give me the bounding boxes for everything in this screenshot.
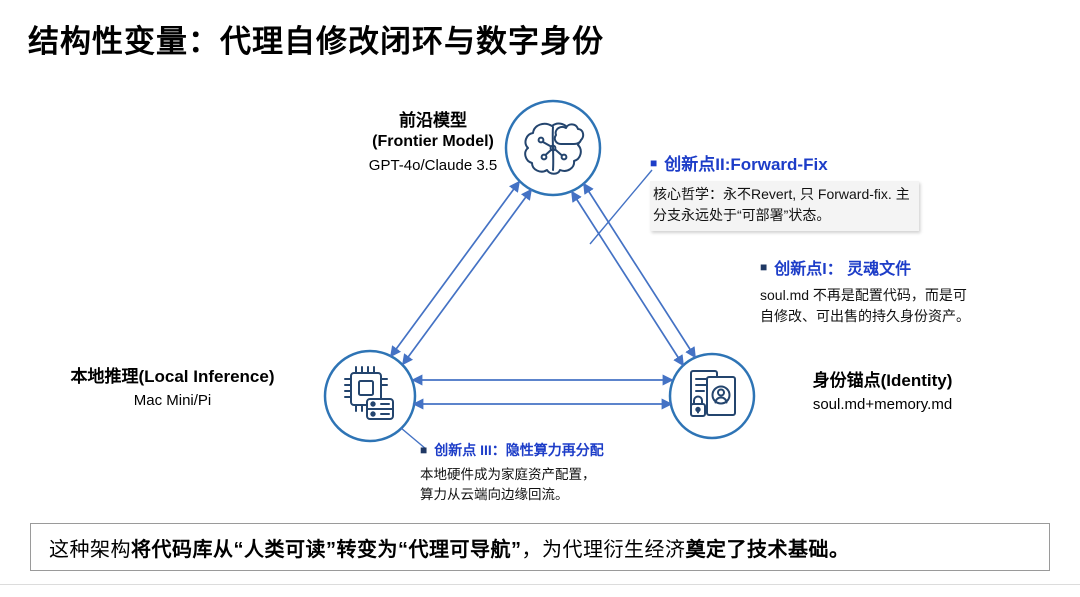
slide-bottom-divider bbox=[0, 584, 1080, 585]
annotation-forward-fix-body: 核心哲学：永不Revert, 只 Forward-fix. 主 分支永远处于“可… bbox=[650, 181, 919, 231]
local-title: 本地推理(Local Inference) bbox=[70, 367, 275, 386]
annotation-title-text: 创新点 III：隐性算力再分配 bbox=[434, 442, 604, 458]
frontier-node-label: 前沿模型 (Frontier Model) GPT-4o/Claude 3.5 bbox=[348, 110, 518, 175]
annotation-soul-file-title: ■ 创新点I： 灵魂文件 bbox=[760, 255, 970, 279]
annotation-soul-file-body: soul.md 不再是配置代码，而是可 自修改、可出售的持久身份资产。 bbox=[760, 285, 970, 327]
square-bullet-icon: ■ bbox=[420, 443, 428, 457]
page-title: 结构性变量：代理自修改闭环与数字身份 bbox=[28, 24, 604, 59]
identity-detail: soul.md+memory.md bbox=[812, 396, 953, 414]
annotation2-pointer-line bbox=[589, 169, 653, 245]
local-node-label: 本地推理(Local Inference) Mac Mini/Pi bbox=[40, 366, 305, 411]
frontier-detail: GPT-4o/Claude 3.5 bbox=[368, 156, 498, 174]
annotation-title-text: 创新点I： 灵魂文件 bbox=[774, 261, 912, 278]
arrow-frontier-local-2 bbox=[390, 180, 520, 358]
footer-segment: 这种架构 bbox=[49, 538, 131, 561]
chip-server-icon bbox=[344, 366, 394, 420]
arrow-frontier-local-1 bbox=[402, 188, 532, 366]
annotation3-pointer-line bbox=[400, 427, 427, 450]
footer-text: 这种架构将代码库从“人类可读”转变为“代理可导航”，为代理衍生经济奠定了技术基础… bbox=[49, 533, 850, 562]
annotation-compute-reallocation: ■ 创新点 III：隐性算力再分配 本地硬件成为家庭资产配置， 算力从云端向边缘… bbox=[420, 440, 604, 506]
arrow-frontier-identity-2 bbox=[583, 182, 696, 359]
local-detail: Mac Mini/Pi bbox=[133, 392, 212, 410]
connector-arrows bbox=[390, 169, 696, 450]
identity-node-label: 身份锚点(Identity) soul.md+memory.md bbox=[780, 370, 985, 415]
frontier-title: 前沿模型 bbox=[399, 111, 467, 130]
footer-segment-bold: 奠定了技术基础。 bbox=[685, 538, 850, 561]
body-line: 自修改、可出售的持久身份资产。 bbox=[760, 308, 970, 324]
body-line: 核心哲学：永不Revert, 只 Forward-fix. 主 bbox=[653, 186, 910, 202]
frontier-subtitle: (Frontier Model) bbox=[372, 133, 494, 151]
body-line: 算力从云端向边缘回流。 bbox=[420, 487, 569, 503]
body-line: 分支永远处于“可部署”状态。 bbox=[653, 207, 831, 223]
body-line: soul.md 不再是配置代码，而是可 bbox=[760, 287, 967, 303]
body-line: 本地硬件成为家庭资产配置， bbox=[420, 467, 596, 482]
annotation-title-text: 创新点II:Forward-Fix bbox=[664, 155, 828, 174]
footer-segment-bold: 将代码库从“人类可读”转变为“代理可导航” bbox=[131, 538, 522, 561]
footer-bar: 这种架构将代码库从“人类可读”转变为“代理可导航”，为代理衍生经济奠定了技术基础… bbox=[30, 523, 1050, 571]
annotation-compute-body: 本地硬件成为家庭资产配置， 算力从云端向边缘回流。 bbox=[420, 465, 604, 506]
footer-segment: ，为代理衍生经济 bbox=[521, 538, 686, 561]
square-bullet-icon: ■ bbox=[760, 260, 768, 274]
annotation-soul-file: ■ 创新点I： 灵魂文件 soul.md 不再是配置代码，而是可 自修改、可出售… bbox=[760, 255, 970, 327]
brain-cloud-icon bbox=[524, 122, 585, 175]
annotation-forward-fix: ■ 创新点II:Forward-Fix 核心哲学：永不Revert, 只 For… bbox=[650, 150, 919, 231]
annotation-compute-title: ■ 创新点 III：隐性算力再分配 bbox=[420, 440, 604, 460]
id-document-lock-icon bbox=[690, 370, 736, 417]
identity-title: 身份锚点(Identity) bbox=[812, 371, 953, 390]
annotation-forward-fix-title: ■ 创新点II:Forward-Fix bbox=[650, 150, 919, 175]
square-bullet-icon: ■ bbox=[650, 155, 658, 170]
